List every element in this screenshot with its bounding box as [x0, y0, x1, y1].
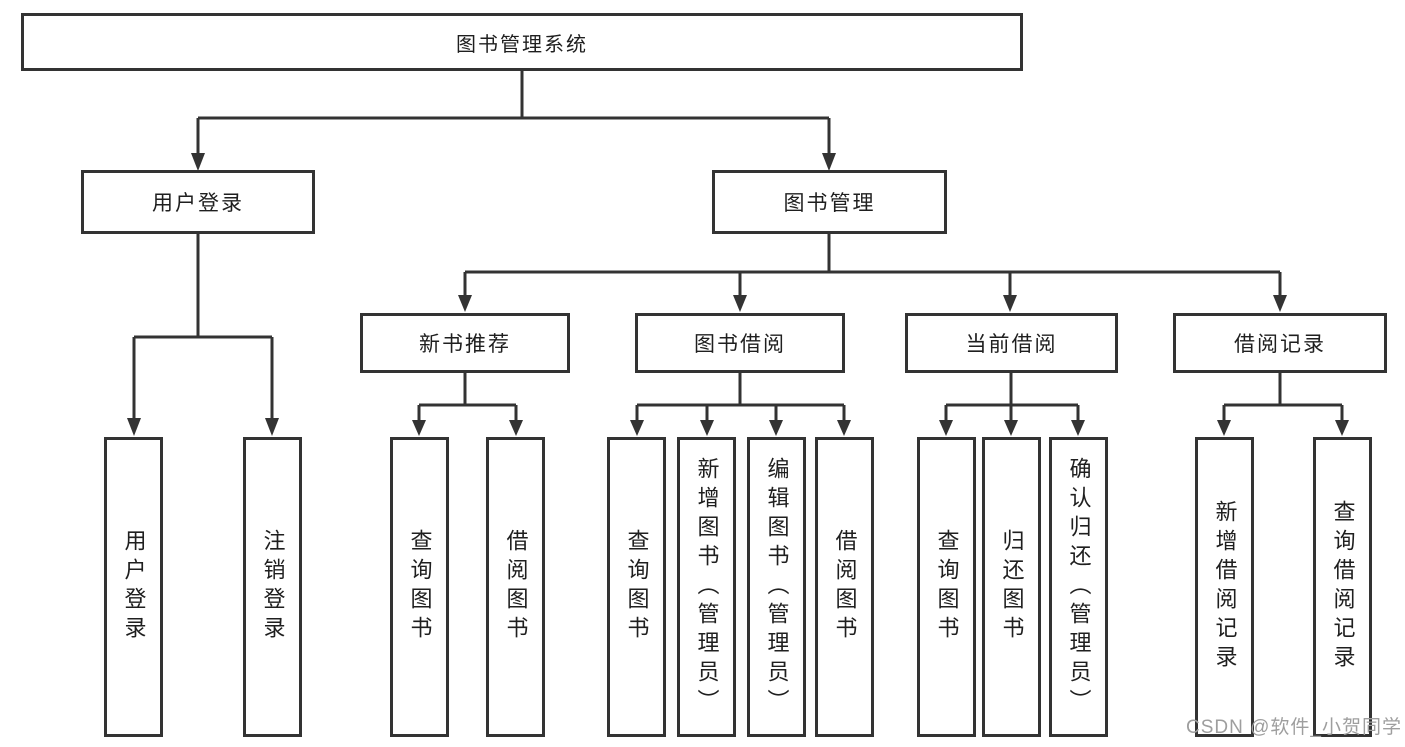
node-book-management: 图书管理	[712, 170, 947, 234]
connector-book-mgmt-to-level3	[458, 234, 1287, 312]
node-user-login: 用户登录	[81, 170, 315, 234]
node-logout: 注销登录	[243, 437, 302, 737]
node-confirm-return-admin: 确认归还（管理员）	[1049, 437, 1108, 737]
connector-new-book-rec-to-children	[412, 373, 523, 436]
node-add-borrow-record: 新增借阅记录	[1195, 437, 1254, 737]
node-book-borrowing: 图书借阅	[635, 313, 845, 373]
node-query-books-2: 查询图书	[607, 437, 666, 737]
node-add-books-admin: 新增图书（管理员）	[677, 437, 736, 737]
connector-root-to-level2	[191, 71, 836, 171]
node-new-book-recommend: 新书推荐	[360, 313, 570, 373]
node-borrow-books-1: 借阅图书	[486, 437, 545, 737]
node-query-borrow-record: 查询借阅记录	[1313, 437, 1372, 737]
node-library-management-system: 图书管理系统	[21, 13, 1023, 71]
connector-user-login-to-children	[127, 234, 279, 436]
node-borrow-books-2: 借阅图书	[815, 437, 874, 737]
connector-book-borrow-to-children	[630, 373, 851, 436]
node-edit-books-admin: 编辑图书（管理员）	[747, 437, 806, 737]
node-borrowing-records: 借阅记录	[1173, 313, 1387, 373]
node-query-books-1: 查询图书	[390, 437, 449, 737]
node-user-login-leaf: 用户登录	[104, 437, 163, 737]
connector-current-borrow-to-children	[939, 373, 1085, 436]
node-return-books: 归还图书	[982, 437, 1041, 737]
node-query-books-3: 查询图书	[917, 437, 976, 737]
node-current-borrowing: 当前借阅	[905, 313, 1118, 373]
connector-borrow-record-to-children	[1217, 373, 1349, 436]
csdn-watermark: CSDN @软件_小贺同学	[1186, 717, 1402, 738]
